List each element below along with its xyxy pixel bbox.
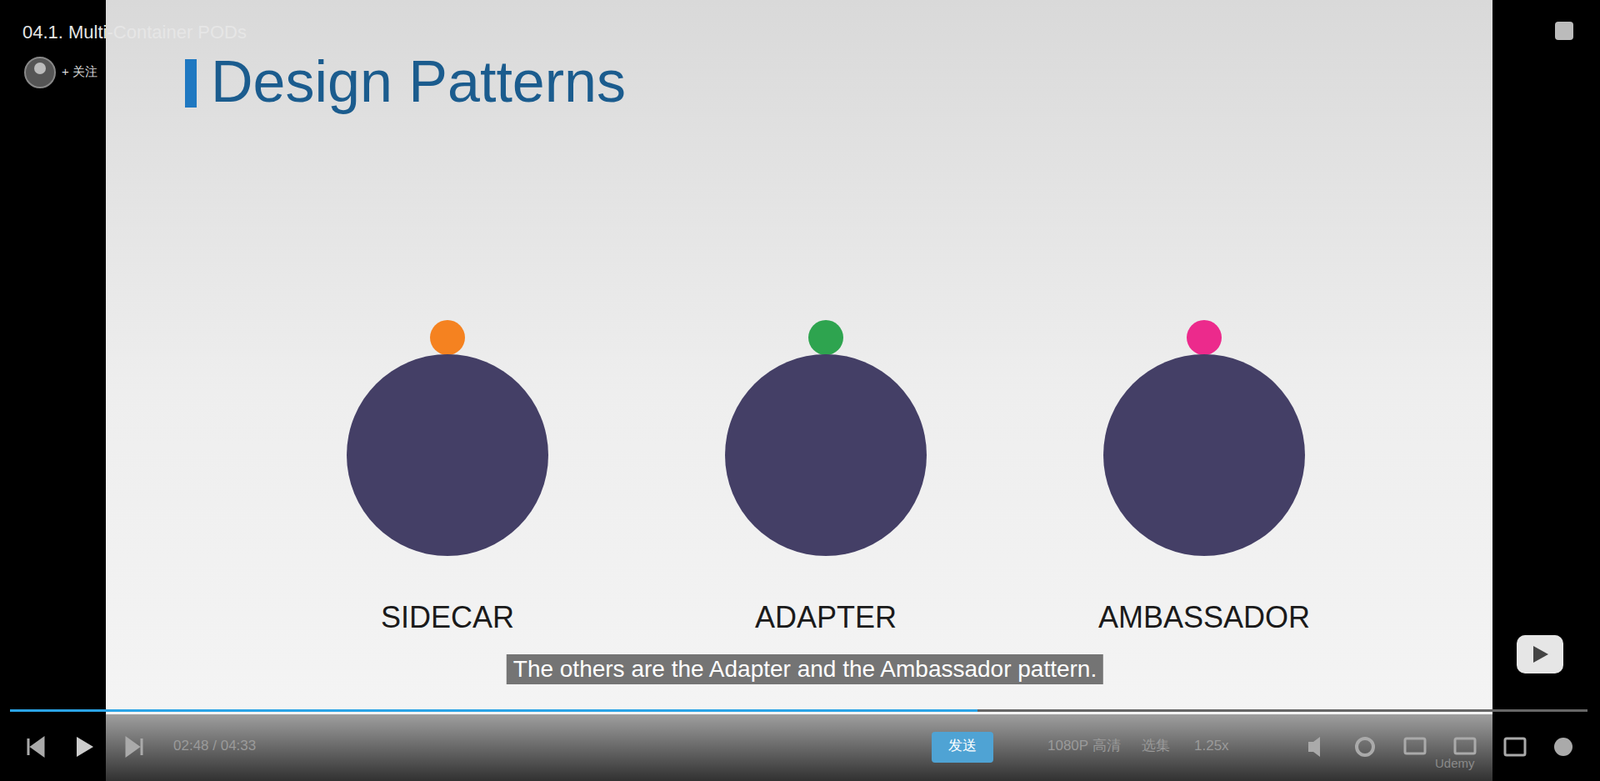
avatar (25, 57, 55, 88)
follow-button: + 关注 (61, 64, 98, 80)
adapter-dot (808, 320, 844, 355)
circle-shape (1062, 354, 1346, 556)
circle-fill (1103, 354, 1305, 556)
avatar-head (34, 62, 46, 75)
speed-setting: 1.25x (1194, 737, 1230, 755)
video-title: 04.1. Multi-Container PODs (22, 21, 247, 44)
settings-icon (1356, 738, 1374, 755)
pattern-circle: SIDECAR (305, 354, 590, 635)
volume-icon (1308, 736, 1320, 757)
ambassador-dot (1186, 320, 1222, 355)
progress-track (10, 709, 1588, 712)
pattern-circle: ADAPTER (684, 354, 968, 635)
sidecar-dot (430, 320, 465, 355)
next-icon (126, 738, 142, 755)
pattern-name: ADAPTER (684, 599, 968, 635)
pattern-name: SIDECAR (305, 599, 590, 635)
more-icon (1554, 737, 1573, 756)
tv-play (1533, 645, 1549, 663)
circle-fill (346, 354, 549, 556)
watermark: Udemy (1435, 755, 1475, 771)
prev-icon (28, 738, 44, 755)
circle-fill (725, 354, 927, 556)
help-icon (1555, 21, 1574, 40)
pip-icon (1405, 738, 1425, 754)
subtitle: The others are the Adapter and the Ambas… (506, 654, 1104, 685)
control-bar (0, 714, 1600, 781)
progress-played (10, 709, 978, 712)
fullscreen-icon (1505, 738, 1525, 755)
play-icon (76, 736, 94, 757)
widescreen-icon (1455, 738, 1475, 754)
send-button (931, 731, 994, 763)
slide-background (105, 0, 1493, 781)
time-display: 02:48 / 04:33 (173, 737, 256, 755)
episodes-button: 选集 (1141, 737, 1170, 755)
send-label: 发送 (948, 737, 977, 755)
slide-title: Design Patterns (210, 50, 626, 115)
tv-icon (1516, 635, 1564, 674)
title-bar (185, 59, 197, 108)
pattern-circle: AMBASSADOR (1062, 354, 1346, 635)
circle-shape (305, 354, 590, 556)
pattern-name: AMBASSADOR (1062, 599, 1346, 635)
circle-shape (684, 354, 968, 556)
quality-setting: 1080P 高清 (1047, 737, 1121, 755)
